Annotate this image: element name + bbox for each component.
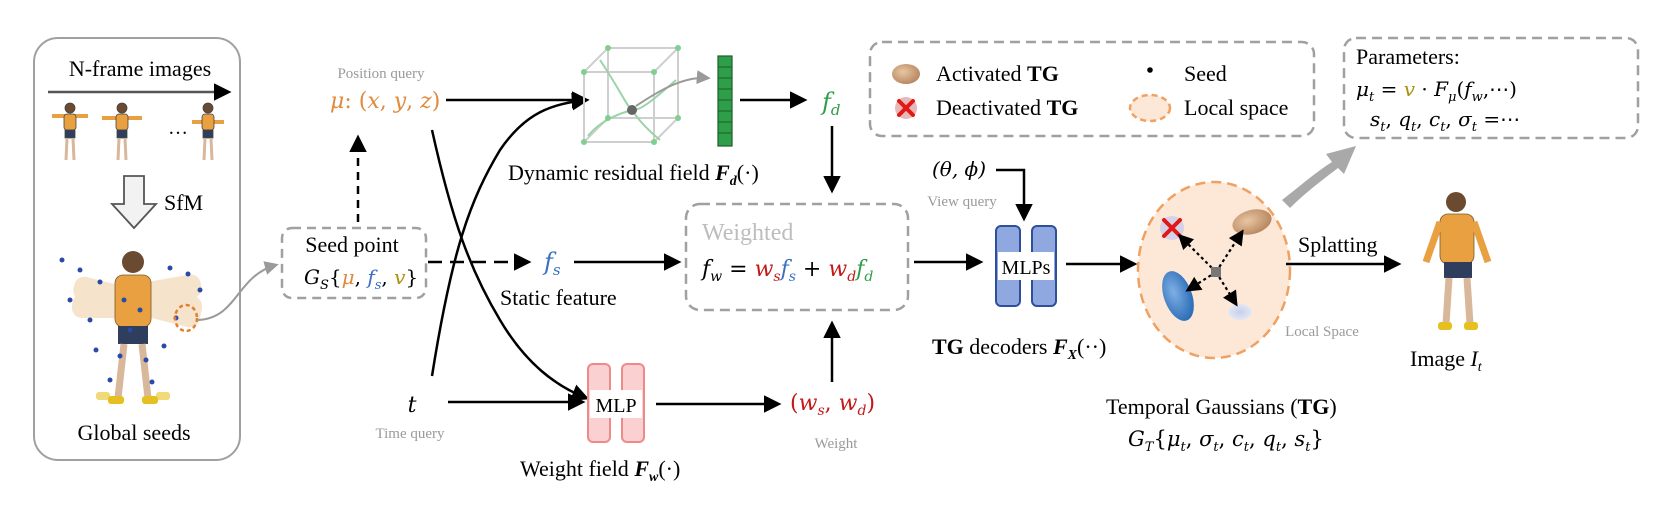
feature-vector-bar xyxy=(717,55,733,147)
static-feature-label: Static feature xyxy=(500,285,617,310)
position-to-weight-curve xyxy=(430,129,590,401)
legend-activated: Activated TG xyxy=(936,61,1059,86)
temporal-gaussians-title: Temporal Gaussians (TG) xyxy=(1106,394,1337,419)
splatting-label: Splatting xyxy=(1298,232,1377,257)
position-query-formula: μ: (x, y, z) xyxy=(330,89,440,114)
seed-point-box: Seed point GS{μ, fs, v} xyxy=(280,226,428,300)
parameters-line2: st, qt, ct, σt =⋯ xyxy=(1370,107,1520,135)
view-to-mlps-arrow xyxy=(996,168,1033,222)
activated-tg-icon xyxy=(892,64,920,84)
local-space-icon xyxy=(1128,93,1172,123)
sfm-label: SfM xyxy=(164,190,203,215)
seed-dot-icon xyxy=(1147,67,1153,73)
parameters-box: Parameters: μt = v · Fμ(fw,⋯) st, qt, ct… xyxy=(1342,36,1640,140)
weighted-title: Weighted xyxy=(702,220,793,246)
input-panel-border xyxy=(33,37,241,461)
sfm-arrow xyxy=(109,175,159,230)
time-query-symbol: t xyxy=(408,393,417,418)
legend-local-space: Local space xyxy=(1184,95,1288,120)
decoders-mlps-label: MLPs xyxy=(1002,257,1051,279)
cube-to-feature-curve xyxy=(635,70,711,107)
time-query-label: Time query xyxy=(375,426,445,442)
seed-center-dot xyxy=(1211,267,1221,277)
deactivated-tg-icon xyxy=(897,99,915,117)
input-panel: N-frame images xyxy=(33,37,241,461)
decoders-block: MLPs xyxy=(995,225,1057,307)
fd-output: fd xyxy=(820,88,841,119)
pale-gaussian-blob xyxy=(1228,304,1252,320)
legend-seed: Seed xyxy=(1184,61,1227,86)
output-image-figure xyxy=(1422,192,1492,330)
global-seeds-label: Global seeds xyxy=(77,420,190,445)
decoders-label: TG decoders FX(··) xyxy=(932,334,1106,363)
seed-highlight-circle xyxy=(173,303,199,333)
position-query-label: Position query xyxy=(337,66,425,82)
seed-point-formula: GS{μ, fs, v} xyxy=(304,265,418,293)
weight-mlp-block: MLP xyxy=(587,363,645,443)
input-title: N-frame images xyxy=(69,56,211,81)
dynamic-field-label: Dynamic residual field Fd(·) xyxy=(508,160,759,189)
parameters-line1: μt = v · Fμ(fw,⋯) xyxy=(1356,77,1517,105)
weighted-formula: fw = wsfs + wdfd xyxy=(700,257,873,285)
legend-deactivated: Deactivated TG xyxy=(936,95,1078,120)
fs-symbol: fs xyxy=(542,248,561,279)
temporal-gaussians-formula: GT{μt, σt, ct, qt, st} xyxy=(1128,427,1324,455)
activated-gaussian-blob xyxy=(1232,209,1272,235)
weight-output-label: Weight xyxy=(815,436,859,452)
global-seeds-figure xyxy=(59,251,203,404)
legend-box: Activated TG Deactivated TG Seed Local s… xyxy=(868,40,1316,138)
view-query-label: View query xyxy=(927,194,997,210)
output-image-label: Image It xyxy=(1410,346,1483,375)
weight-field-label: Weight field Fw(·) xyxy=(520,456,680,485)
local-space-region: Local Space xyxy=(1136,180,1359,360)
deactivated-gaussian-icon xyxy=(1162,218,1182,238)
frames-ellipsis: … xyxy=(168,117,188,139)
local-space-label: Local Space xyxy=(1285,324,1359,340)
frame-figures xyxy=(52,102,224,161)
time-to-dynamic-curve xyxy=(430,92,590,377)
local-to-parameters-arrow xyxy=(1282,146,1356,208)
weighted-box: Weighted fw = wsfs + wdfd xyxy=(684,202,910,312)
seed-to-point-connector xyxy=(197,261,279,321)
parameters-title: Parameters: xyxy=(1356,44,1460,69)
dynamic-field-cube xyxy=(581,45,681,145)
weight-output: (ws, wd) xyxy=(790,391,875,419)
view-query-formula: (θ, ϕ) xyxy=(932,157,986,181)
seed-point-title: Seed point xyxy=(305,232,399,257)
weight-mlp-label: MLP xyxy=(595,395,636,417)
